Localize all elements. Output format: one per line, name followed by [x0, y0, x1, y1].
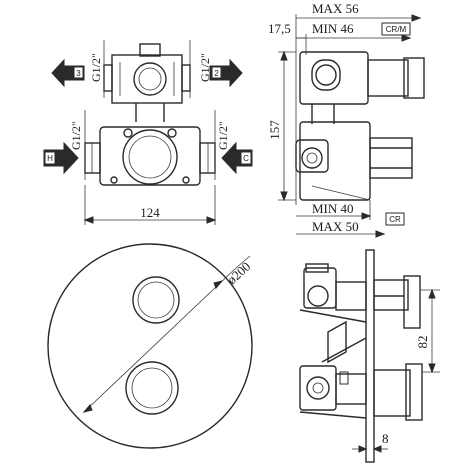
- cover-plate: [47, 243, 253, 449]
- inlet-cold-arrow-icon: [221, 141, 253, 175]
- height-dimension: 157: [267, 120, 282, 140]
- front-view: ø200: [47, 243, 253, 449]
- diverter-bore: [133, 62, 167, 96]
- top-view: G1/2" G1/2" G1/2" G1/2" 3 2 H C 124: [43, 40, 253, 225]
- depth-offset-label: 17,5: [268, 21, 291, 36]
- min-depth-bottom-label: MIN 40: [312, 201, 354, 216]
- outlet-right-thread-label: G1/2": [198, 53, 212, 82]
- section-view: 82 8: [299, 249, 440, 463]
- outlet-left-thread-label: G1/2": [89, 53, 103, 82]
- max-depth-top-label: MAX 56: [312, 1, 359, 16]
- wall-plate: [365, 249, 375, 463]
- diverter-stem: [139, 43, 161, 57]
- side-diverter-body: [299, 51, 369, 105]
- side-thermostat-body: [299, 121, 371, 201]
- width-dimension: 124: [140, 205, 160, 220]
- inlet-left-port: [84, 142, 101, 174]
- diverter-block: [111, 54, 183, 104]
- section-lower-handle: [373, 369, 411, 417]
- inlet-hot-letter: H: [47, 154, 53, 163]
- inlet-right-port: [199, 142, 216, 174]
- section-upper-handle: [373, 279, 409, 311]
- diameter-line: [83, 267, 237, 413]
- side-view: MAX 56 17,5 MIN 46 CR/M 1: [267, 1, 425, 238]
- max-depth-bottom-label: MAX 50: [312, 219, 359, 234]
- side-diverter-spindle: [367, 59, 409, 97]
- inlet-hot-arrow-icon: [43, 141, 79, 175]
- plate-thickness-dimension: 8: [382, 431, 389, 446]
- thermostat-handle: [125, 361, 179, 415]
- diameter-label: ø200: [224, 259, 253, 288]
- tag-cr: CR: [389, 215, 401, 224]
- inlet-right-thread-label: G1/2": [216, 121, 230, 150]
- inlet-cold-letter: C: [243, 154, 249, 163]
- outlet-3-number: 3: [76, 69, 81, 78]
- outlet-2-number: 2: [214, 69, 219, 78]
- inlet-left-thread-label: G1/2": [69, 121, 83, 150]
- thermostat-bore: [122, 129, 178, 185]
- tag-cr-m: CR/M: [386, 25, 407, 34]
- spacing-dimension: 82: [415, 336, 430, 349]
- diverter-handle: [132, 276, 180, 324]
- side-thermostat-spindle: [369, 137, 413, 179]
- min-depth-top-label: MIN 46: [312, 21, 354, 36]
